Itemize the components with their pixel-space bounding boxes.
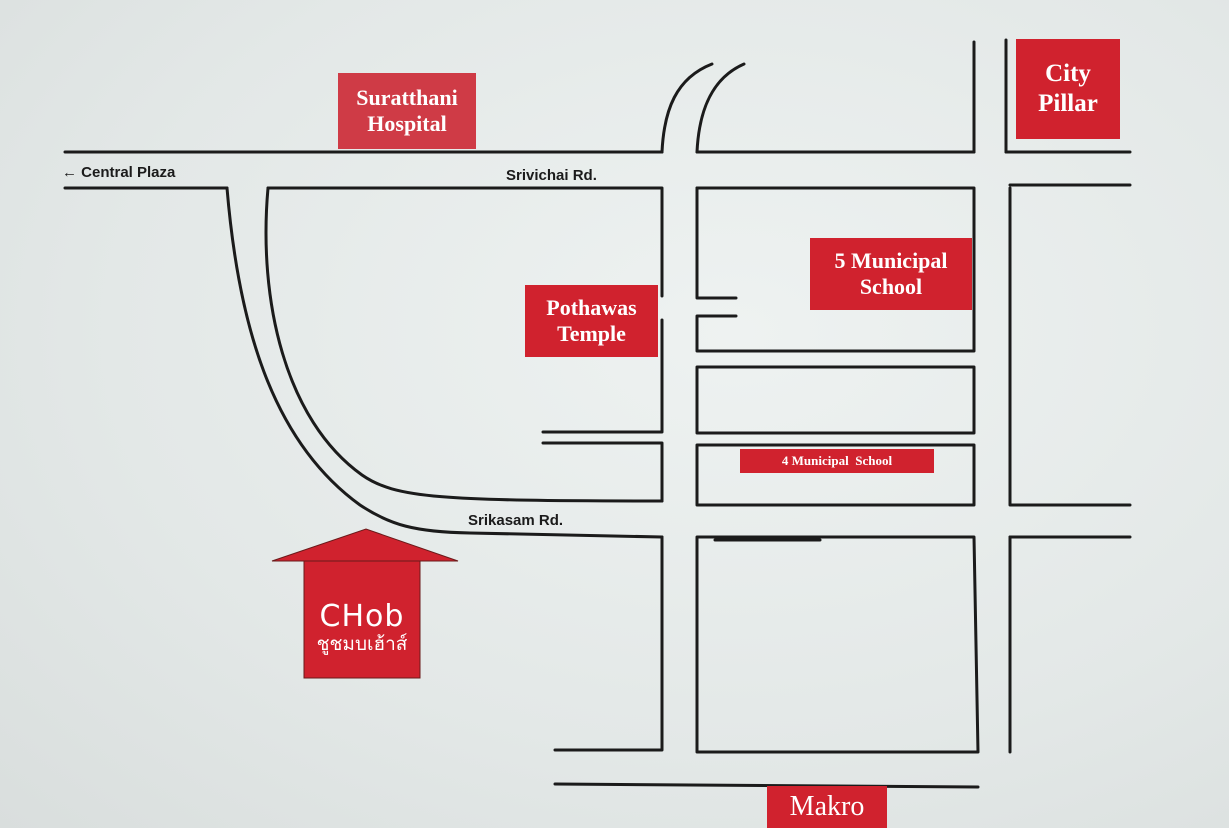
city-pillar-line-2: Pillar — [1038, 90, 1098, 117]
school-5-line-2: School — [859, 274, 923, 299]
road-line — [695, 186, 976, 353]
road-line — [695, 443, 976, 507]
road-line — [660, 62, 714, 154]
road-line — [553, 535, 664, 752]
road-line — [266, 186, 664, 298]
road-line — [695, 62, 746, 154]
chob-house-logo: CHob ชูชมบเฮ้าส์ — [304, 580, 420, 676]
temple-line-2: Temple — [557, 321, 626, 346]
road-line — [1008, 186, 1132, 507]
municipal-school-4-label: 4 Municipal School — [740, 449, 934, 473]
chob-brand-text: CHob — [319, 599, 405, 635]
srivichai-rd-label: Srivichai Rd. — [506, 167, 597, 184]
pothawas-temple-label: Pothawas Temple — [525, 285, 658, 357]
temple-line-1: Pothawas — [546, 294, 637, 320]
hospital-line-2: Hospital — [367, 111, 447, 136]
hospital-line-1: Suratthani — [356, 84, 458, 110]
chob-thai-name: ชูชมบเฮ้าส์ — [316, 633, 408, 656]
makro-label: Makro — [767, 786, 887, 828]
suratthani-hospital-label: Suratthani Hospital — [338, 73, 476, 149]
central-plaza-label: ← Central Plaza — [62, 164, 176, 181]
road-line — [553, 782, 980, 789]
municipal-school-5-label: 5 Municipal School — [810, 238, 972, 310]
road-line — [541, 318, 664, 434]
city-pillar-line-1: City — [1045, 60, 1091, 87]
road-line — [541, 441, 664, 503]
srikasam-rd-label: Srikasam Rd. — [468, 512, 564, 529]
road-line — [695, 365, 976, 435]
road-line — [695, 535, 980, 754]
road-line — [695, 186, 738, 300]
city-pillar-label: City Pillar — [1016, 39, 1120, 139]
road-line — [225, 186, 664, 539]
school-5-line-1: 5 Municipal — [834, 247, 948, 273]
road-line — [264, 186, 664, 503]
